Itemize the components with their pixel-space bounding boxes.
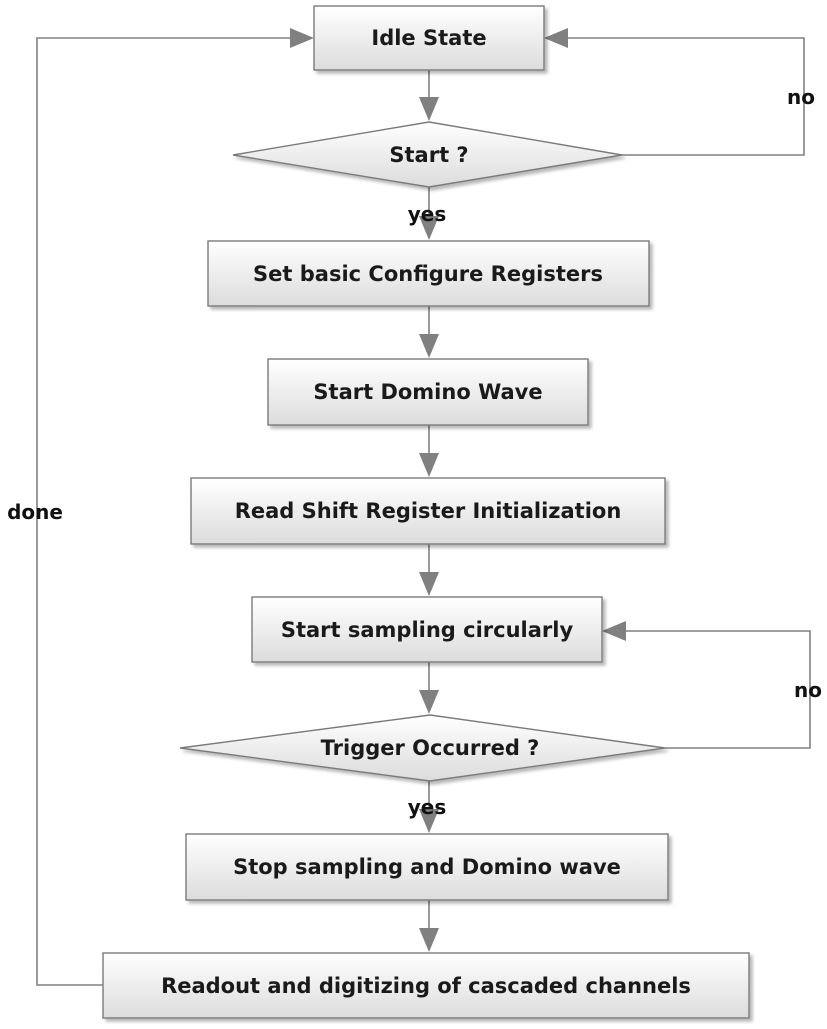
edge-done-loop <box>36 37 290 986</box>
edge-labels: no yes no yes done <box>7 85 822 819</box>
node-label: Stop sampling and Domino wave <box>233 855 621 879</box>
edge-label-start-no: no <box>787 85 815 109</box>
edge-label-trigger-no: no <box>794 678 822 702</box>
process-box <box>102 952 750 1019</box>
process-box <box>313 5 545 71</box>
node-set-config-registers: Set basic Configure Registers <box>207 240 650 307</box>
node-label: Trigger Occurred ? <box>321 736 540 760</box>
arrowhead-down <box>419 572 439 596</box>
edge-start-no-loop <box>568 37 805 156</box>
arrowhead-down <box>419 453 439 477</box>
decision-diamond <box>232 121 623 188</box>
arrowhead-right <box>290 28 314 48</box>
process-box <box>207 240 650 307</box>
node-label: Start ? <box>389 143 468 167</box>
node-label: Idle State <box>371 26 486 50</box>
edge-label-start-yes: yes <box>408 202 447 226</box>
arrowhead-down <box>419 216 439 240</box>
arrowhead-down <box>419 928 439 952</box>
edge-label-trigger-yes: yes <box>408 795 447 819</box>
arrowhead-left <box>544 28 568 48</box>
arrowhead-down <box>419 690 439 714</box>
arrowheads <box>290 28 626 952</box>
node-label: Start sampling circularly <box>281 618 574 642</box>
node-label: Read Shift Register Initialization <box>235 499 622 523</box>
process-box <box>190 477 666 545</box>
decision-diamond <box>179 714 666 782</box>
node-start-sampling: Start sampling circularly <box>251 596 603 663</box>
connectors <box>36 37 811 986</box>
node-trigger-decision: Trigger Occurred ? <box>179 714 666 782</box>
node-start-decision: Start ? <box>232 121 623 188</box>
node-idle-state: Idle State <box>313 5 545 71</box>
node-label: Start Domino Wave <box>313 380 542 404</box>
node-start-domino-wave: Start Domino Wave <box>267 358 589 426</box>
process-box <box>267 358 589 426</box>
process-box <box>251 596 603 663</box>
arrowhead-left <box>602 621 626 641</box>
arrowhead-down <box>419 809 439 833</box>
arrowhead-down <box>419 334 439 358</box>
process-box <box>185 833 669 901</box>
node-readout: Readout and digitizing of cascaded chann… <box>102 952 750 1019</box>
edge-label-done: done <box>7 500 63 524</box>
node-label: Readout and digitizing of cascaded chann… <box>161 974 691 998</box>
node-read-shift-register: Read Shift Register Initialization <box>190 477 666 545</box>
node-stop-sampling: Stop sampling and Domino wave <box>185 833 669 901</box>
node-label: Set basic Configure Registers <box>253 262 603 286</box>
edge-trigger-no-loop <box>626 630 811 749</box>
arrowhead-down <box>419 97 439 121</box>
